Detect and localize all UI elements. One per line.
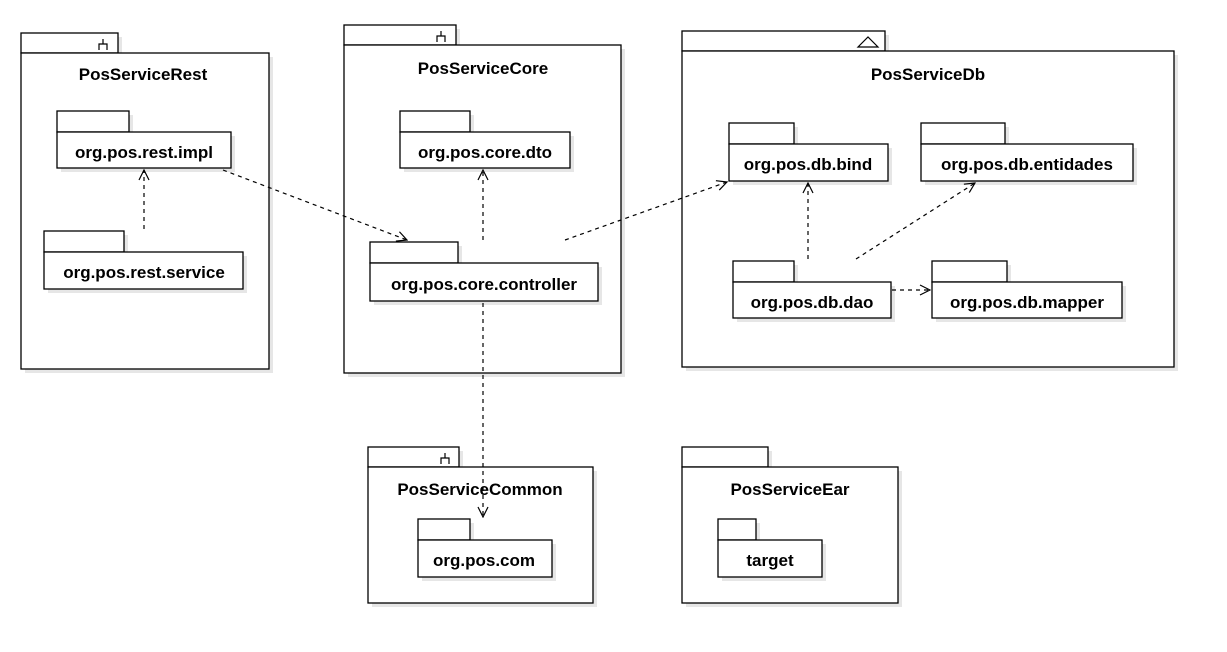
subpackage-label: target <box>746 551 794 570</box>
subpackage-label: org.pos.rest.service <box>63 263 225 282</box>
package-title: PosServiceEar <box>730 480 849 499</box>
package-title: PosServiceCommon <box>397 480 562 499</box>
subpackage-org-pos-db-dao[interactable]: org.pos.db.dao <box>732 260 895 322</box>
subpackage-label: org.pos.db.mapper <box>950 293 1104 312</box>
subpackage-org-pos-db-bind[interactable]: org.pos.db.bind <box>728 122 892 185</box>
subpackage-label: org.pos.db.bind <box>744 155 872 174</box>
dependency-impl-to-controller <box>222 169 407 240</box>
subpackage-org-pos-rest-impl[interactable]: org.pos.rest.impl <box>56 110 235 172</box>
package-title: PosServiceDb <box>871 65 985 84</box>
subpackage-org-pos-core-controller[interactable]: org.pos.core.controller <box>369 241 602 305</box>
triangle-icon <box>856 36 880 48</box>
subpackage-label: org.pos.core.controller <box>391 275 577 294</box>
subpackage-org-pos-db-mapper[interactable]: org.pos.db.mapper <box>931 260 1126 322</box>
package-posserviceear[interactable]: PosServiceEar target <box>681 446 902 607</box>
subpackage-label: org.pos.rest.impl <box>75 143 213 162</box>
package-title: PosServiceCore <box>418 59 548 78</box>
subpackage-target[interactable]: target <box>717 518 826 581</box>
package-title: PosServiceRest <box>79 65 208 84</box>
branch-icon <box>440 453 450 464</box>
subpackage-org-pos-rest-service[interactable]: org.pos.rest.service <box>43 230 247 293</box>
package-posservicecore[interactable]: PosServiceCore org.pos.core.dto org.pos.… <box>343 24 625 377</box>
package-posservicecommon[interactable]: PosServiceCommon org.pos.com <box>367 446 597 607</box>
package-posservicedb[interactable]: PosServiceDb org.pos.db.bind org.pos.db.… <box>681 30 1178 371</box>
subpackage-org-pos-com[interactable]: org.pos.com <box>417 518 556 581</box>
package-posservicerest[interactable]: PosServiceRest org.pos.rest.impl org.pos… <box>20 32 273 373</box>
branch-icon <box>436 31 446 42</box>
subpackage-org-pos-core-dto[interactable]: org.pos.core.dto <box>399 110 574 172</box>
subpackage-label: org.pos.db.dao <box>751 293 874 312</box>
subpackage-org-pos-db-entidades[interactable]: org.pos.db.entidades <box>920 122 1137 185</box>
subpackage-label: org.pos.com <box>433 551 535 570</box>
subpackage-label: org.pos.db.entidades <box>941 155 1113 174</box>
subpackage-label: org.pos.core.dto <box>418 143 552 162</box>
dependency-arrows <box>144 170 975 517</box>
branch-icon <box>98 39 108 50</box>
